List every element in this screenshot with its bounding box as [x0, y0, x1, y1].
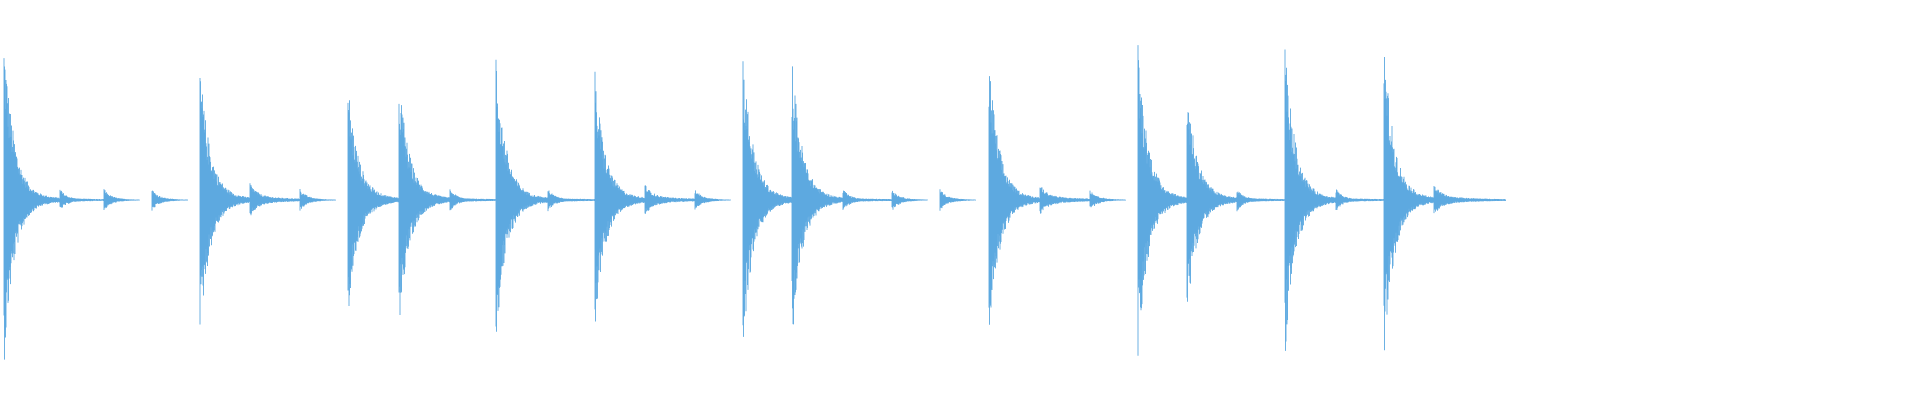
waveform-transient-4	[151, 190, 188, 211]
waveform-transient-12	[547, 190, 584, 212]
waveform-transient-7	[299, 189, 336, 211]
waveform-transients	[3, 45, 1506, 360]
waveform-transient-3	[103, 189, 140, 211]
waveform-transient-23	[1089, 190, 1126, 208]
waveform-transient-28	[1335, 189, 1372, 210]
waveform-transient-19	[891, 190, 928, 210]
waveform-transient-15	[694, 190, 731, 210]
waveform-transient-18	[842, 190, 879, 210]
waveform-transient-26	[1236, 191, 1273, 212]
waveform-transient-2	[59, 189, 96, 208]
waveform-transient-20	[939, 189, 976, 211]
waveform-transient-10	[449, 189, 486, 211]
